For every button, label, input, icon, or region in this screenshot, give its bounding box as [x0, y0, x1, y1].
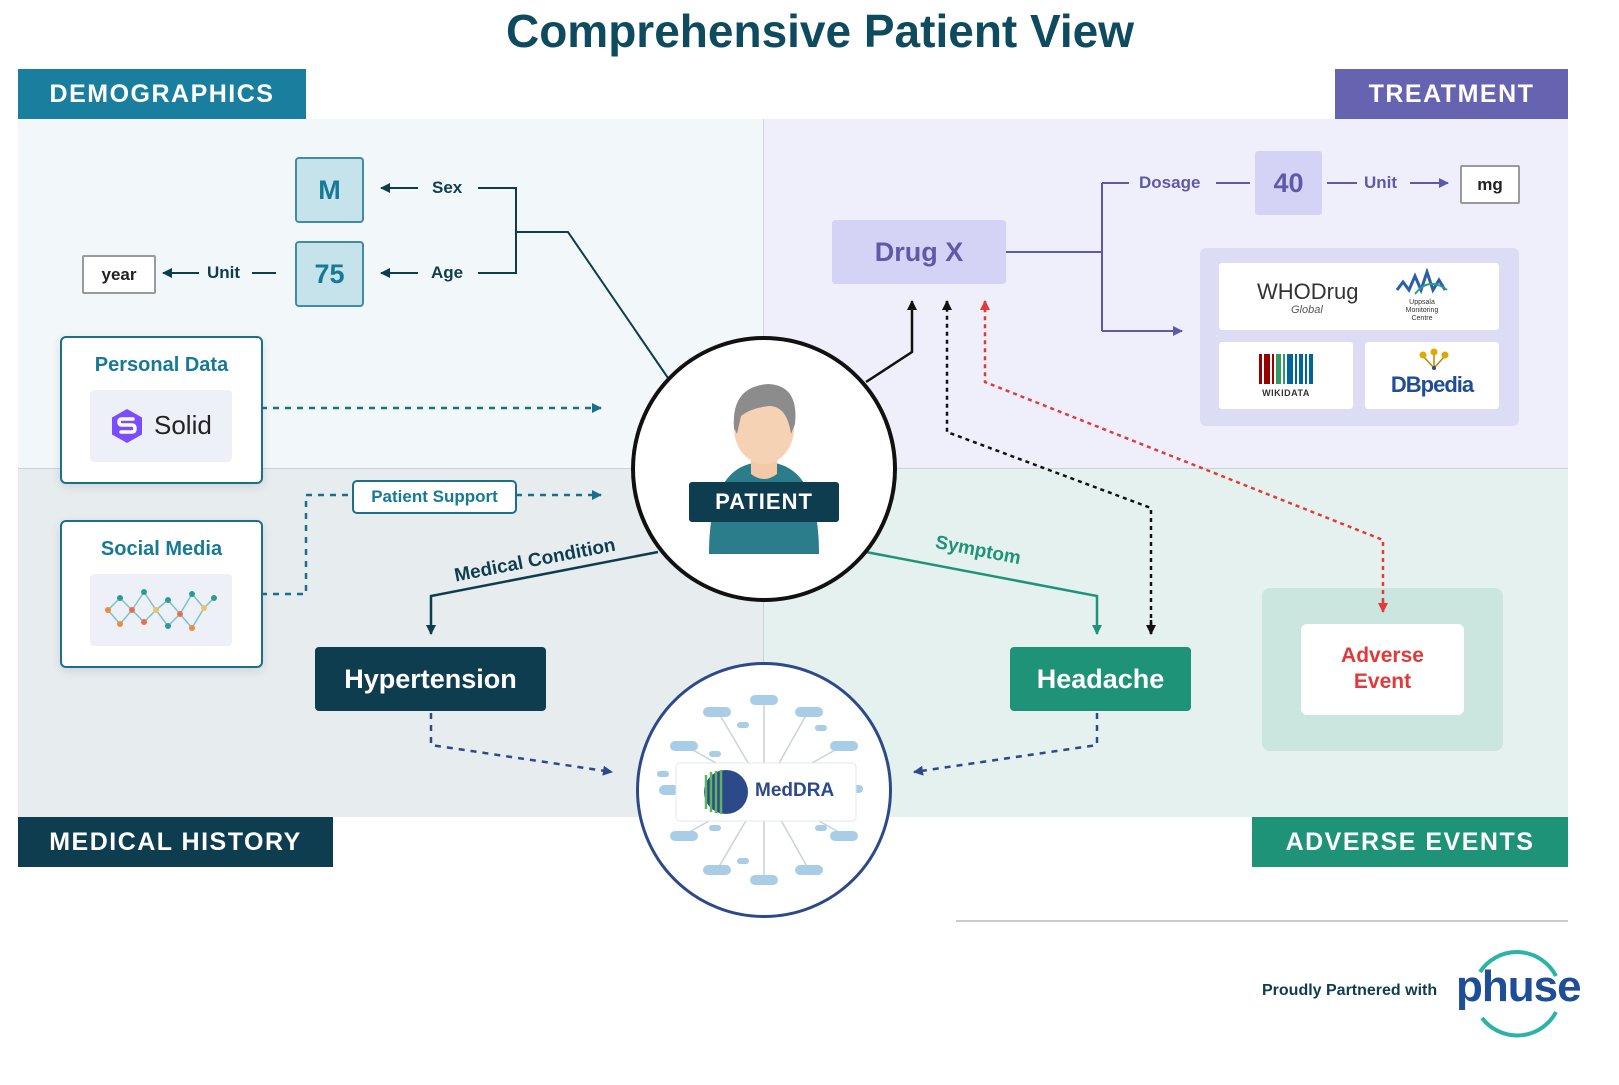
treatment-header: TREATMENT: [1335, 69, 1568, 119]
symptom-label: Symptom: [934, 532, 1023, 569]
solid-logo-panel: Solid: [90, 390, 232, 462]
drug-x-box: Drug X: [832, 220, 1006, 284]
adverse-event-line1: Adverse: [1341, 644, 1424, 667]
solid-icon: [112, 409, 142, 443]
age-label: Age: [431, 263, 464, 282]
partner-text: Proudly Partnered with: [1262, 982, 1438, 999]
dosage-label: Dosage: [1139, 173, 1201, 192]
solid-label: Solid: [154, 410, 212, 440]
page-title: Comprehensive Patient View: [505, 5, 1135, 57]
phuse-logo-icon: [1478, 950, 1558, 1038]
dosage-unit-label: Unit: [1364, 173, 1398, 192]
hypertension-box: Hypertension: [315, 647, 546, 711]
phuse-logo: phuse: [1456, 962, 1582, 1011]
meddra-circle: MedDRA: [636, 662, 892, 918]
medical-history-header: MEDICAL HISTORY: [18, 817, 333, 867]
wikidata-barcode-icon: [1259, 354, 1313, 384]
wikidata-label: WIKIDATA: [1262, 388, 1310, 398]
dbpedia-label: DBpedia: [1390, 372, 1474, 397]
age-value-box: 75: [295, 241, 364, 307]
dbpedia-card: DBpedia: [1365, 342, 1499, 409]
wikidata-card: WIKIDATA: [1219, 342, 1353, 409]
uppsala-icon: [1395, 268, 1448, 295]
headache-box: Headache: [1010, 647, 1191, 711]
patient-avatar-icon: [709, 384, 819, 554]
age-unit-box: year: [82, 255, 156, 294]
sex-value-box: M: [295, 157, 364, 223]
whodrug-sub-label: Global: [1291, 304, 1323, 316]
personal-data-card: Personal Data Solid: [60, 336, 263, 484]
dosage-value-box: 40: [1255, 151, 1322, 215]
adverse-events-header: ADVERSE EVENTS: [1252, 817, 1568, 867]
meddra-label: MedDRA: [755, 780, 835, 801]
demographics-header: DEMOGRAPHICS: [18, 69, 306, 119]
meddra-term-network: [657, 695, 863, 885]
age-unit-label: Unit: [207, 263, 241, 282]
patient-circle: PATIENT: [631, 336, 897, 602]
adverse-event-line2: Event: [1353, 670, 1412, 693]
uppsala-label-1: Uppsala: [1409, 299, 1435, 306]
whodrug-card: WHODrug Global Uppsala Monitoring Centre: [1219, 263, 1499, 330]
social-graph-icon: [105, 589, 217, 631]
sex-label: Sex: [432, 178, 463, 197]
patient-support-pill: Patient Support: [352, 480, 517, 514]
uppsala-label-3: Centre: [1411, 315, 1433, 322]
social-graph-panel: [90, 574, 232, 646]
dbpedia-icon: [1419, 348, 1449, 370]
uppsala-label-2: Monitoring: [1405, 307, 1439, 314]
personal-data-title: Personal Data: [94, 354, 229, 376]
adverse-event-box: Adverse Event: [1301, 624, 1464, 715]
medical-condition-label: Medical Condition: [453, 535, 618, 587]
dosage-unit-box: mg: [1460, 165, 1520, 204]
social-media-title: Social Media: [100, 538, 223, 560]
whodrug-label: WHODrug: [1257, 279, 1359, 304]
social-media-card: Social Media: [60, 520, 263, 668]
patient-label: PATIENT: [689, 482, 839, 522]
